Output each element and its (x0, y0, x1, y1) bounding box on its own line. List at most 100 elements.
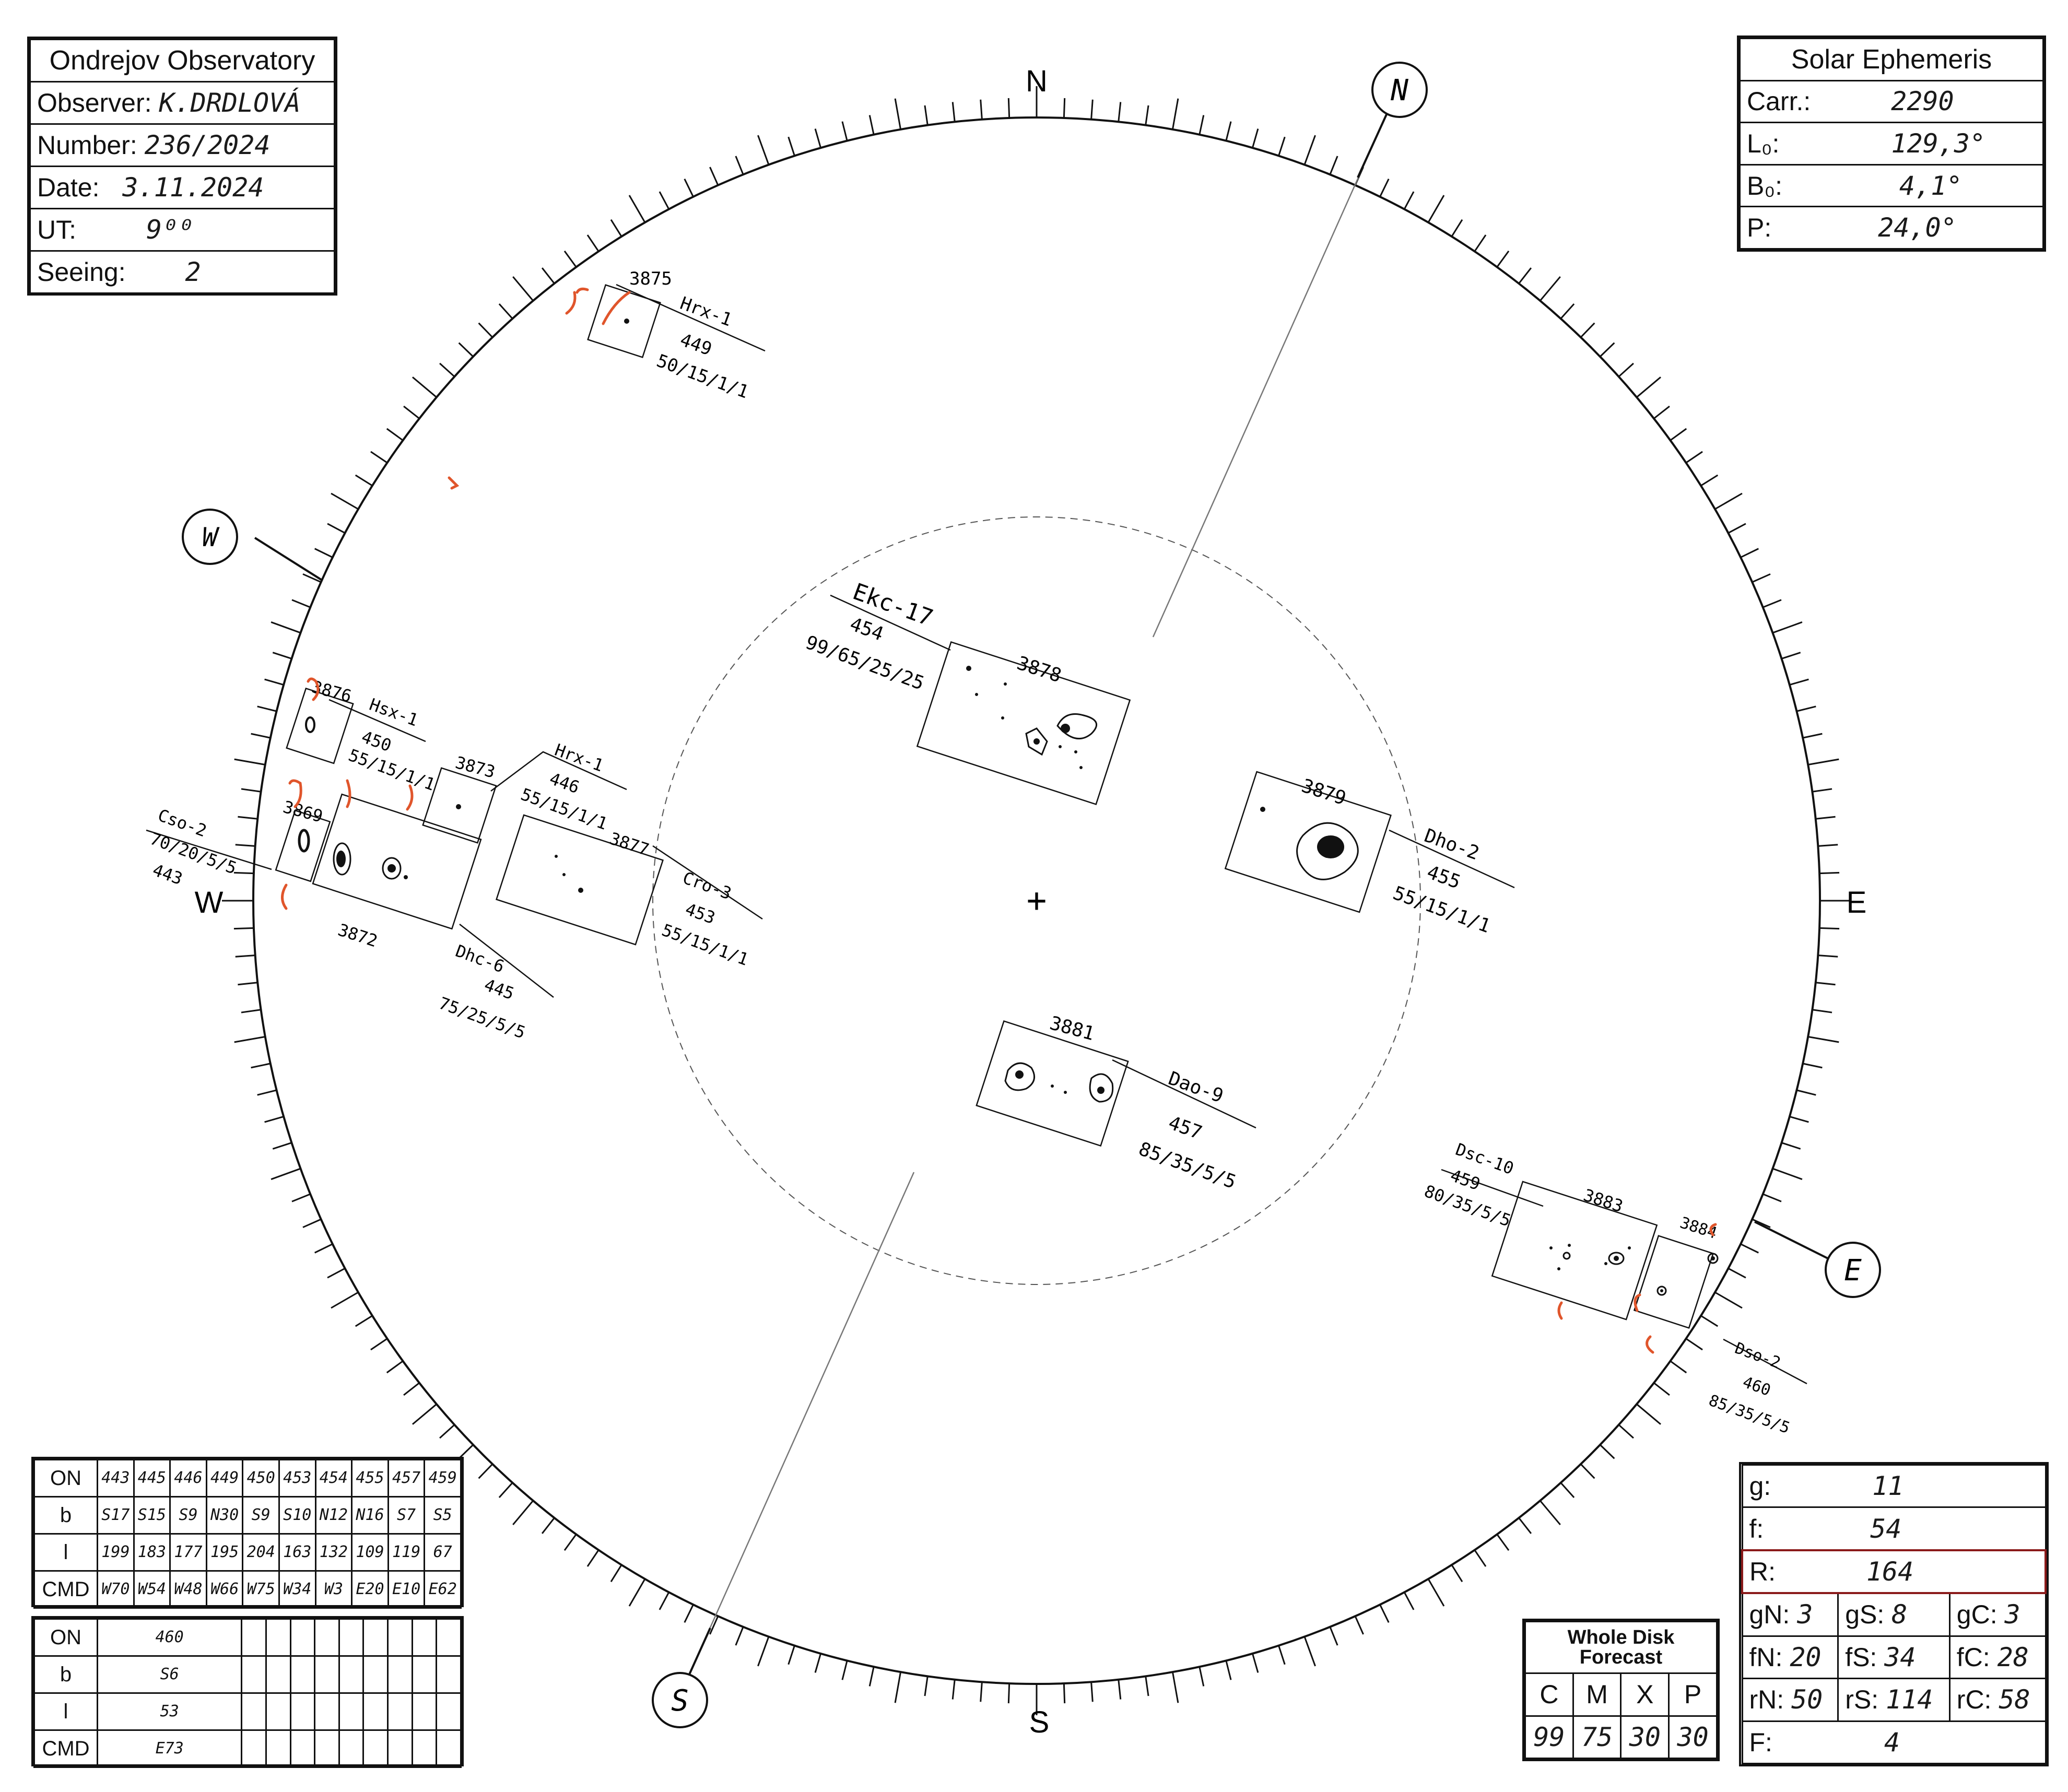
r-label: R: (1749, 1557, 1776, 1587)
limb-tick (1427, 1578, 1445, 1607)
r-hemisphere-row: rN: 50 rS: 114 rC: 58 (1741, 1678, 2047, 1722)
limb-tick (314, 1243, 333, 1254)
coordinates-table-2: ON 460 b S6 l 53 (31, 1616, 464, 1768)
observer-label: Observer: (37, 88, 152, 117)
table1-b-cell: N16 (351, 1496, 389, 1535)
region-3876: 3876 Hsx-1 450 55/15/1/1 (286, 677, 438, 795)
limb-tick (1580, 1463, 1595, 1479)
limb-tick (1580, 322, 1595, 338)
limb-tick (1772, 1168, 1803, 1180)
limb-tick (709, 1616, 719, 1635)
limb-tick (235, 954, 255, 958)
limb-tick (1198, 115, 1205, 135)
region-3873: 3873 Hrx-1 446 55/15/1/1 (422, 740, 627, 844)
limb-tick (541, 267, 555, 284)
limb-tick (403, 1382, 420, 1396)
limb-tick (1225, 121, 1232, 141)
limb-tick (1815, 982, 1836, 986)
limb-tick (238, 816, 258, 820)
ut-label: UT: (37, 215, 76, 244)
table2-on-cell (265, 1618, 291, 1657)
limb-tick (264, 678, 284, 686)
limb-tick (586, 1549, 600, 1567)
region-3879-coords: 55/15/1/1 (1390, 882, 1493, 937)
table2-b-cell (265, 1655, 291, 1694)
limb-tick (814, 1653, 821, 1673)
limb-tick (1599, 342, 1615, 358)
limb-tick (327, 523, 346, 534)
number-label: Number: (37, 131, 137, 160)
table2-on-cell (387, 1618, 413, 1657)
limb-tick (1007, 98, 1011, 118)
date-row: Date: 3.11.2024 (29, 166, 335, 209)
table2-b-cell (338, 1655, 365, 1694)
limb-tick (1278, 1645, 1286, 1665)
table1-cmd-row: CMD W70 W54 W48 W66 W75 W34 W3 E20 E10 E… (33, 1570, 462, 1609)
limb-tick (1599, 1444, 1615, 1459)
limb-tick (386, 428, 404, 441)
forecast-value-x: 30 (1620, 1715, 1670, 1759)
limb-tick (1518, 1517, 1532, 1534)
table2-cmd-row: CMD E73 (33, 1729, 462, 1768)
limb-tick (1781, 1142, 1801, 1150)
limb-tick (1540, 276, 1561, 301)
seeing-row: Seeing: 2 (29, 250, 335, 294)
limb-tick (241, 1009, 261, 1013)
forecast-header-c: C (1524, 1672, 1574, 1717)
table1-cmd-cell: E10 (387, 1570, 426, 1609)
limb-tick (1728, 1267, 1746, 1279)
limb-tick (512, 1500, 534, 1525)
flare-row: F: 4 (1741, 1720, 2047, 1764)
limb-tick (251, 733, 271, 739)
limb-tick (1403, 1591, 1415, 1610)
cardinal-north: N (1026, 64, 1048, 98)
limb-tick (980, 99, 983, 120)
rn-value: 50 (1791, 1684, 1823, 1715)
limb-tick (1818, 954, 1838, 958)
table1-l-cell: 163 (278, 1533, 316, 1572)
limb-tick (610, 219, 622, 237)
limb-tick (302, 573, 322, 583)
limb-tick (1540, 1500, 1561, 1525)
circled-east-letter: E (1844, 1254, 1862, 1288)
table1-l-row: l 199 183 177 195 204 163 132 109 119 67 (33, 1533, 462, 1572)
table2-on-cell (241, 1618, 267, 1657)
limb-tick (1090, 99, 1094, 120)
limb-tick (1700, 474, 1719, 487)
region-3877-number: 3877 (607, 828, 652, 859)
limb-tick (331, 492, 359, 510)
limb-tick (628, 1578, 646, 1607)
table1-b-cell: S17 (97, 1496, 135, 1535)
limb-tick (735, 156, 744, 175)
limb-tick (1560, 1482, 1575, 1498)
table2-l-cell (362, 1692, 389, 1731)
center-zone-circle (652, 516, 1421, 1285)
observation-info-box: Ondrejov Observatory Observer: K.DRDLOVÁ… (27, 37, 337, 296)
sunspot-counts-box: g: 11 f: 54 R: 164 gN: 3 gS: 8 gC: 3 fN:… (1739, 1462, 2049, 1766)
gn-label: gN: (1749, 1600, 1790, 1630)
limb-tick (1303, 135, 1316, 165)
limb-tick (235, 844, 255, 847)
limb-tick (1802, 1063, 1823, 1069)
fn-value: 20 (1790, 1642, 1822, 1672)
solar-ephemeris-box: Solar Ephemeris Carr.: 2290 L₀: 129,3° B… (1737, 36, 2046, 252)
table2-on-label: ON (33, 1618, 98, 1657)
disk-center-mark: + (1027, 881, 1047, 920)
table2-b-label: b (33, 1655, 98, 1694)
table1-cmd-label: CMD (33, 1570, 98, 1609)
table1-l-label: l (33, 1533, 98, 1572)
limb-tick (355, 1315, 373, 1327)
table2-cmd-cell (241, 1729, 267, 1768)
g-label: g: (1749, 1471, 1771, 1501)
limb-tick (1427, 195, 1445, 223)
ut-value: 9⁰⁰ (146, 215, 194, 245)
table1-b-cell: S9 (169, 1496, 207, 1535)
limb-tick (610, 1564, 622, 1583)
table2-b-cell (362, 1655, 389, 1694)
table1-cmd-cell: E62 (424, 1570, 462, 1609)
limb-tick (1118, 102, 1122, 122)
region-3884-area: 460 (1740, 1373, 1773, 1400)
F-value: 4 (1884, 1727, 1900, 1758)
limb-tick (1118, 1679, 1122, 1700)
limb-tick (1496, 1534, 1510, 1551)
